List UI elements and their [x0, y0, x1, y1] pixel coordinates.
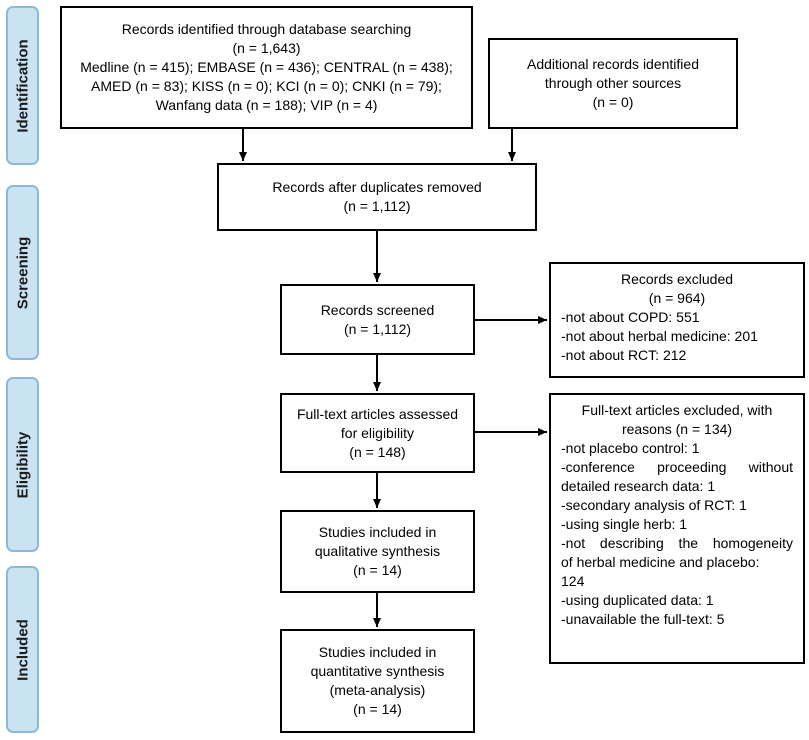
fulltext-excluded-reason: -conference proceeding without — [561, 459, 793, 475]
quantitative-title-2: quantitative synthesis — [310, 663, 445, 679]
box-fulltext-assessed: Full-text articles assessed for eligibil… — [280, 393, 475, 473]
quantitative-title-3: (meta-analysis) — [329, 682, 426, 698]
box-qualitative-synthesis: Studies included in qualitative synthesi… — [280, 510, 475, 593]
box-fulltext-excluded: Full-text articles excluded, with reason… — [549, 393, 805, 664]
other-sources-count: (n = 0) — [592, 94, 634, 110]
records-excluded-reason: -not about RCT: 212 — [561, 347, 687, 363]
box-duplicates-removed: Records after duplicates removed (n = 1,… — [217, 163, 537, 231]
records-screened-count: (n = 1,112) — [343, 320, 412, 337]
quantitative-count: (n = 14) — [353, 701, 402, 717]
fulltext-assessed-count: (n = 148) — [349, 443, 406, 460]
records-excluded-title: Records excluded — [620, 271, 734, 287]
database-search-total: (n = 1,643) — [232, 40, 301, 56]
qualitative-title-2: qualitative synthesis — [314, 543, 441, 559]
records-excluded-count: (n = 964) — [648, 290, 706, 306]
fulltext-excluded-reason: detailed research data: 1 — [561, 478, 716, 494]
records-excluded-reason: -not about herbal medicine: 201 — [561, 328, 758, 344]
fulltext-excluded-reason: of herbal medicine and placebo: — [561, 554, 760, 570]
fulltext-excluded-reason: -using single herb: 1 — [561, 516, 688, 532]
box-records-screened: Records screened (n = 1,112) — [280, 284, 475, 355]
box-records-excluded: Records excluded (n = 964) -not about CO… — [549, 262, 805, 378]
box-other-sources: Additional records identified through ot… — [488, 38, 738, 129]
database-search-sources-2: AMED (n = 83); KISS (n = 0); KCI (n = 0)… — [91, 78, 442, 94]
fulltext-excluded-count: reasons (n = 134) — [621, 421, 733, 437]
fulltext-excluded-reason: -not describing the homogeneity — [561, 535, 793, 551]
qualitative-count: (n = 14) — [353, 562, 402, 578]
quantitative-title-1: Studies included in — [318, 644, 437, 660]
database-search-sources-1: Medline (n = 415); EMBASE (n = 436); CEN… — [80, 59, 453, 75]
duplicates-removed-count: (n = 1,112) — [343, 198, 411, 214]
database-search-sources-3: Wanfang data (n = 188); VIP (n = 4) — [155, 97, 378, 113]
fulltext-excluded-reason: 124 — [561, 573, 585, 589]
other-sources-title-1: Additional records identified — [527, 56, 699, 72]
database-search-title: Records identified through database sear… — [121, 21, 412, 37]
fulltext-excluded-title: Full-text articles excluded, with — [581, 402, 773, 418]
qualitative-title-1: Studies included in — [318, 524, 437, 540]
fulltext-excluded-reason: -unavailable the full-text: 5 — [561, 611, 725, 627]
box-quantitative-synthesis: Studies included in quantitative synthes… — [280, 629, 475, 733]
fulltext-assessed-title-1: Full-text articles assessed — [296, 405, 459, 422]
records-screened-title: Records screened — [320, 301, 435, 318]
other-sources-title-2: through other sources — [544, 75, 682, 91]
fulltext-assessed-title-2: for eligibility — [340, 424, 415, 441]
box-database-search: Records identified through database sear… — [60, 6, 473, 129]
fulltext-excluded-reason: -secondary analysis of RCT: 1 — [561, 497, 747, 513]
fulltext-excluded-reason: -not placebo control: 1 — [561, 440, 700, 456]
stage-included: Included — [6, 566, 39, 733]
duplicates-removed-title: Records after duplicates removed — [272, 179, 482, 195]
stage-eligibility: Eligibility — [6, 377, 39, 552]
records-excluded-reason: -not about COPD: 551 — [561, 309, 700, 325]
stage-identification: Identification — [6, 6, 39, 165]
fulltext-excluded-reason: -using duplicated data: 1 — [561, 592, 714, 608]
stage-screening: Screening — [6, 185, 39, 360]
